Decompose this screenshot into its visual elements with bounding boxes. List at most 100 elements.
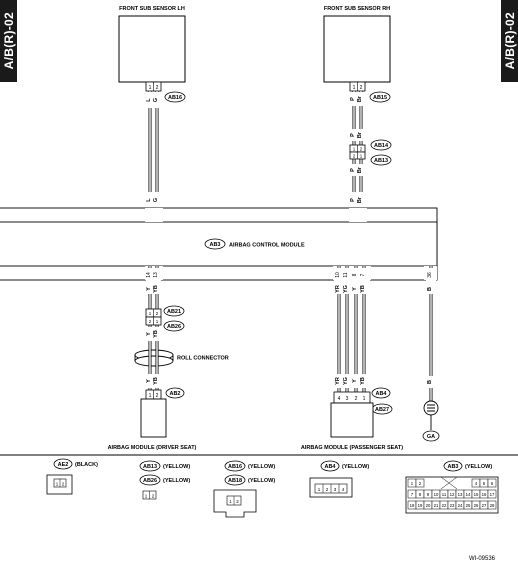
legend-ae2-pin-2: 2 bbox=[62, 482, 65, 487]
legend-ab13-color: (YELLOW) bbox=[163, 464, 190, 470]
legend-ab4-label: AB4 bbox=[324, 464, 336, 470]
ground-symbol: GA bbox=[422, 400, 440, 442]
driver-wire-color-6: YB bbox=[153, 377, 159, 385]
connector-ab21-26-block: 1 2 2 1 bbox=[145, 308, 162, 326]
driver-wires: 14 13 Y YB Y YB Y YB bbox=[146, 266, 161, 398]
legend-ab13-pin-2: 2 bbox=[152, 494, 155, 499]
passenger-module-pin-3: 8 bbox=[352, 273, 358, 276]
connector-ab16-label: AB16 bbox=[168, 95, 182, 101]
ab3-pin-number: 9 bbox=[427, 492, 430, 497]
ab26-pin-1: 2 bbox=[149, 319, 152, 324]
ab3-pin-number: 8 bbox=[419, 492, 422, 497]
driver-wire-color-1: Y bbox=[146, 287, 152, 291]
legend-ab4-pin-3: 3 bbox=[334, 487, 337, 492]
front-sub-sensor-lh-label: FRONT SUB SENSOR LH bbox=[119, 6, 185, 12]
ab3-pin-number: 12 bbox=[450, 492, 455, 497]
passenger-module-pin-2: 11 bbox=[343, 272, 349, 277]
rh-module-color-1: P bbox=[350, 198, 356, 202]
passenger-wire-color-4: YB bbox=[360, 285, 366, 293]
connector-ab13-label: AB13 bbox=[374, 158, 388, 164]
passenger-wire-color-2: YG bbox=[343, 285, 349, 293]
legend-ab13-ab26: AB13 (YELLOW) AB26 (YELLOW) 1 2 bbox=[139, 460, 190, 500]
passenger-wire-color-1: YR bbox=[335, 285, 341, 293]
ab3-pin-number: 15 bbox=[474, 492, 479, 497]
ab4-pin-3: 2 bbox=[355, 396, 358, 402]
roll-connector: ROLL CONNECTOR bbox=[134, 349, 229, 367]
ab3-pin-cell bbox=[487, 478, 497, 488]
ab3-pin-number: 17 bbox=[490, 492, 495, 497]
connector-ab27-tag: AB27 bbox=[371, 403, 393, 415]
lh-module-color-2: G bbox=[153, 198, 159, 202]
connector-ab14-label: AB14 bbox=[374, 143, 389, 149]
legend-ab13-pin-1: 1 bbox=[145, 494, 148, 499]
legend-ab4-pin-4: 4 bbox=[342, 487, 345, 492]
rh-wire-color-3: P bbox=[350, 133, 356, 137]
legend-ab18-color: (YELLOW) bbox=[248, 478, 275, 484]
passenger-wire-color-7: Y bbox=[352, 379, 358, 383]
legend-ab3-label: AB3 bbox=[447, 464, 458, 470]
connector-ab2-label: AB2 bbox=[169, 391, 180, 397]
legend-ab4-pin-2: 2 bbox=[326, 487, 329, 492]
connector-ab15-tag: AB15 bbox=[369, 91, 391, 103]
connector-ab16-block: 1 2 bbox=[145, 81, 162, 92]
ground-wire-color-2: B bbox=[427, 380, 433, 384]
ground-module-pin: 36 bbox=[427, 272, 433, 278]
rh-sensor-pin-1: 1 bbox=[353, 85, 356, 91]
ab3-pin-number: 23 bbox=[450, 503, 455, 508]
ab3-pin-number: 20 bbox=[426, 503, 431, 508]
driver-wire-color-2: YB bbox=[153, 285, 159, 293]
ab3-pin-number: 16 bbox=[482, 492, 487, 497]
legend-ae2-pin-1: 1 bbox=[56, 482, 59, 487]
connector-ab3-label: AB3 bbox=[209, 242, 220, 248]
legend-ab16-ab18: AB16 (YELLOW) AB18 (YELLOW) 1 2 bbox=[213, 460, 275, 518]
legend-ab16-label: AB16 bbox=[228, 464, 242, 470]
section-tab-left: A/B(R)-02 bbox=[0, 0, 17, 82]
legend-ab13-label: AB13 bbox=[143, 464, 157, 470]
airbag-module-passenger: AIRBAG MODULE (PASSENGER SEAT) bbox=[301, 402, 403, 451]
rh-module-color-2: Br bbox=[357, 196, 363, 203]
ab3-pin-number: 24 bbox=[458, 503, 463, 508]
connector-ab26-label: AB26 bbox=[167, 324, 181, 330]
connector-ab2-block: 1 2 bbox=[145, 389, 162, 400]
ab3-pin-number: 25 bbox=[466, 503, 471, 508]
rh-wire-color-5: P bbox=[350, 168, 356, 172]
ab3-pin-number: 14 bbox=[466, 492, 471, 497]
front-sub-sensor-lh: FRONT SUB SENSOR LH bbox=[118, 6, 186, 83]
connector-ab14-13-block: 1 2 2 1 bbox=[349, 144, 366, 160]
ab3-pin-number: 27 bbox=[482, 503, 487, 508]
ab3-pin-number: 28 bbox=[490, 503, 495, 508]
lh-wires: L G L G 26 25 bbox=[146, 91, 161, 218]
legend-ab3-color: (YELLOW) bbox=[465, 464, 492, 470]
connector-ab21-label: AB21 bbox=[167, 309, 181, 315]
ab14-pin-1: 1 bbox=[353, 147, 356, 152]
driver-wire-color-4: YB bbox=[153, 330, 159, 338]
connector-ab4-label: AB4 bbox=[375, 391, 387, 397]
legend-ab18-label: AB18 bbox=[228, 478, 242, 484]
ab2-pin-2: 2 bbox=[156, 393, 159, 399]
ab3-pin-number: 11 bbox=[442, 492, 447, 497]
ab4-pin-1: 4 bbox=[338, 396, 341, 402]
passenger-wires: 10 11 8 7 YR YG Y YB YR YG Y YB bbox=[334, 266, 370, 398]
ab3-pin-number: 18 bbox=[410, 503, 415, 508]
rh-sensor-pin-2: 2 bbox=[360, 85, 363, 91]
legend-ab16-pin-2: 2 bbox=[236, 499, 239, 504]
ab21-pin-1: 1 bbox=[149, 311, 152, 316]
figure-id: WI-09536 bbox=[469, 556, 496, 562]
airbag-module-driver: AIRBAG MODULE (DRIVER SEAT) bbox=[108, 398, 197, 451]
ab3-pin-number: 26 bbox=[474, 503, 479, 508]
connector-ab27-label: AB27 bbox=[375, 407, 389, 413]
legend-ae2-label: AE2 bbox=[58, 462, 69, 468]
ab13-pin-2: 1 bbox=[360, 154, 363, 159]
ab3-pin-number: 13 bbox=[458, 492, 463, 497]
legend-ab26-label: AB26 bbox=[143, 478, 157, 484]
connector-ab14-tag: AB14 bbox=[370, 139, 392, 151]
roll-connector-label: ROLL CONNECTOR bbox=[177, 356, 229, 362]
lh-sensor-pin-1: 1 bbox=[149, 85, 152, 91]
ab26-pin-2: 1 bbox=[156, 319, 159, 324]
ab14-pin-2: 2 bbox=[360, 147, 363, 152]
connector-ab4-block: 4 3 2 1 bbox=[333, 391, 371, 404]
passenger-wire-color-5: YR bbox=[335, 377, 341, 385]
connector-ab13-tag: AB13 bbox=[370, 154, 392, 166]
ab21-pin-2: 2 bbox=[156, 311, 159, 316]
